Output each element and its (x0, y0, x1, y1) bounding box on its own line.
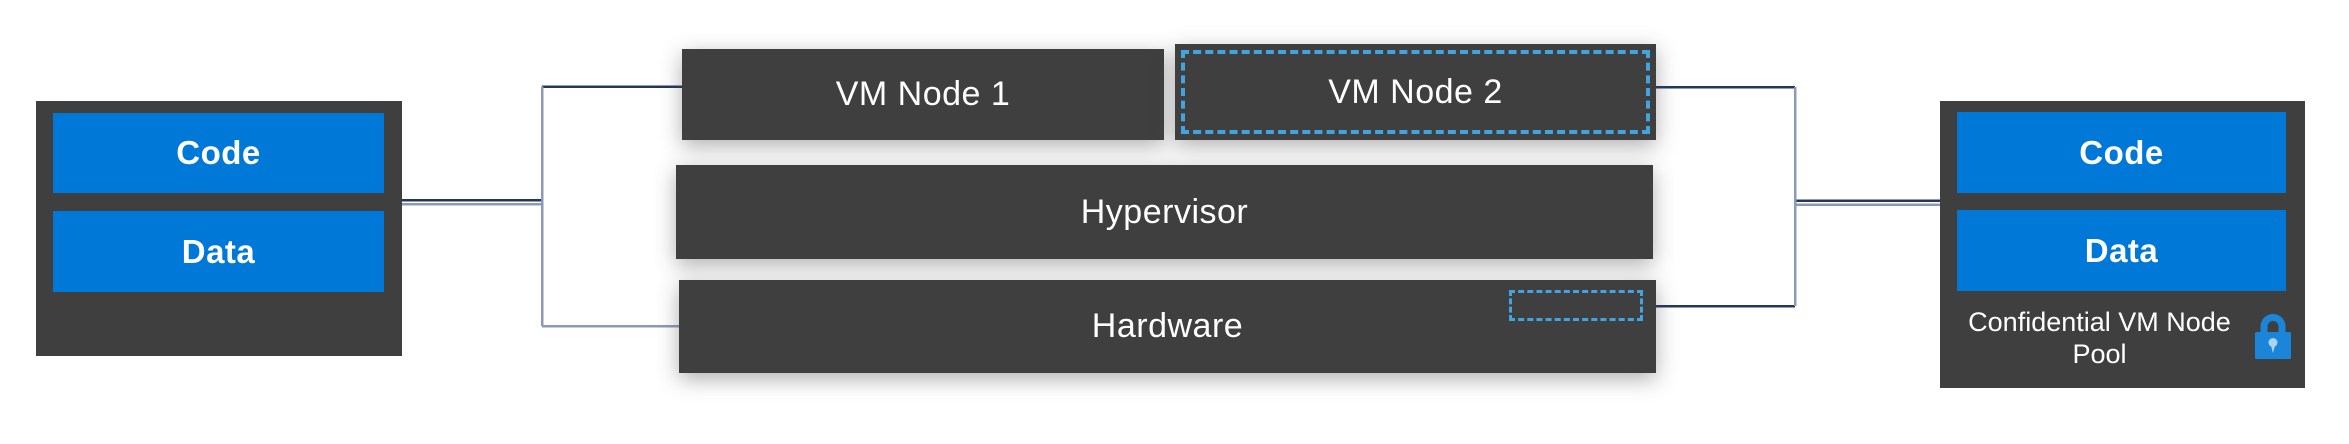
hypervisor-bar: Hypervisor (676, 165, 1653, 259)
right-data-block: Data (1957, 210, 2286, 291)
confidential-pool-caption-row: Confidential VM Node Pool (1940, 297, 2305, 380)
hardware-label: Hardware (1091, 307, 1244, 345)
vm-node-1-box: VM Node 1 (682, 49, 1164, 140)
left-data-block: Data (53, 211, 384, 292)
vm-node-2-label: VM Node 2 (1328, 72, 1503, 111)
hypervisor-label: Hypervisor (1080, 192, 1249, 231)
left-data-label: Data (181, 232, 256, 270)
hardware-bar: Hardware (679, 280, 1656, 373)
confidential-pool-caption: Confidential VM Node Pool (1968, 306, 2231, 369)
left-node-pool-box: Code Data (36, 101, 402, 356)
confidential-node-pool-box: Code Data Confidential VM Node Pool (1940, 101, 2305, 388)
connector-dark-lines (402, 85, 1940, 308)
connector-light-lines (402, 86, 1940, 328)
vm-node-2-box: VM Node 2 (1175, 44, 1656, 140)
hardware-enclave-dashed-box (1509, 290, 1643, 321)
lock-icon (2254, 313, 2291, 359)
left-code-label: Code (176, 134, 261, 171)
right-code-block: Code (1957, 112, 2286, 193)
left-code-block: Code (53, 113, 384, 193)
right-code-label: Code (2079, 133, 2164, 171)
right-data-label: Data (2084, 231, 2159, 269)
vm-node-1-label: VM Node 1 (835, 75, 1011, 113)
